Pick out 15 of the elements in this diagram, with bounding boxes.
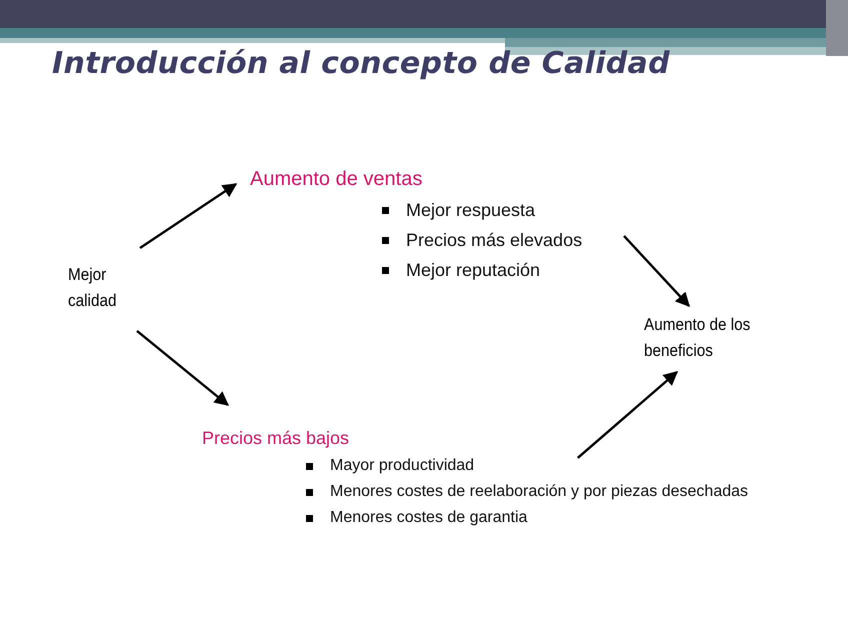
bullet-item: Mejor respuesta bbox=[382, 195, 624, 225]
bullet-item: Precios más elevados bbox=[382, 225, 624, 255]
arrow bbox=[139, 183, 238, 249]
heading-label: Precios más bajos bbox=[202, 428, 350, 449]
bullet-item: Menores costes de garantia bbox=[306, 505, 786, 531]
arrow bbox=[136, 330, 229, 406]
node-label: Mejor calidad bbox=[68, 264, 118, 312]
node-label: Aumento de los beneficios bbox=[644, 314, 752, 362]
arrow bbox=[623, 235, 690, 308]
arrow bbox=[576, 371, 678, 459]
bullet-item: Mayor productividad bbox=[306, 453, 786, 479]
bullet-item: Menores costes de reelaboración y por piezas desechadas bbox=[306, 479, 786, 505]
heading-label: Aumento de ventas bbox=[250, 168, 424, 191]
slide-title: Introducción al concepto de Calidad bbox=[52, 46, 670, 81]
bullet-item: Mejor reputación bbox=[382, 255, 624, 285]
